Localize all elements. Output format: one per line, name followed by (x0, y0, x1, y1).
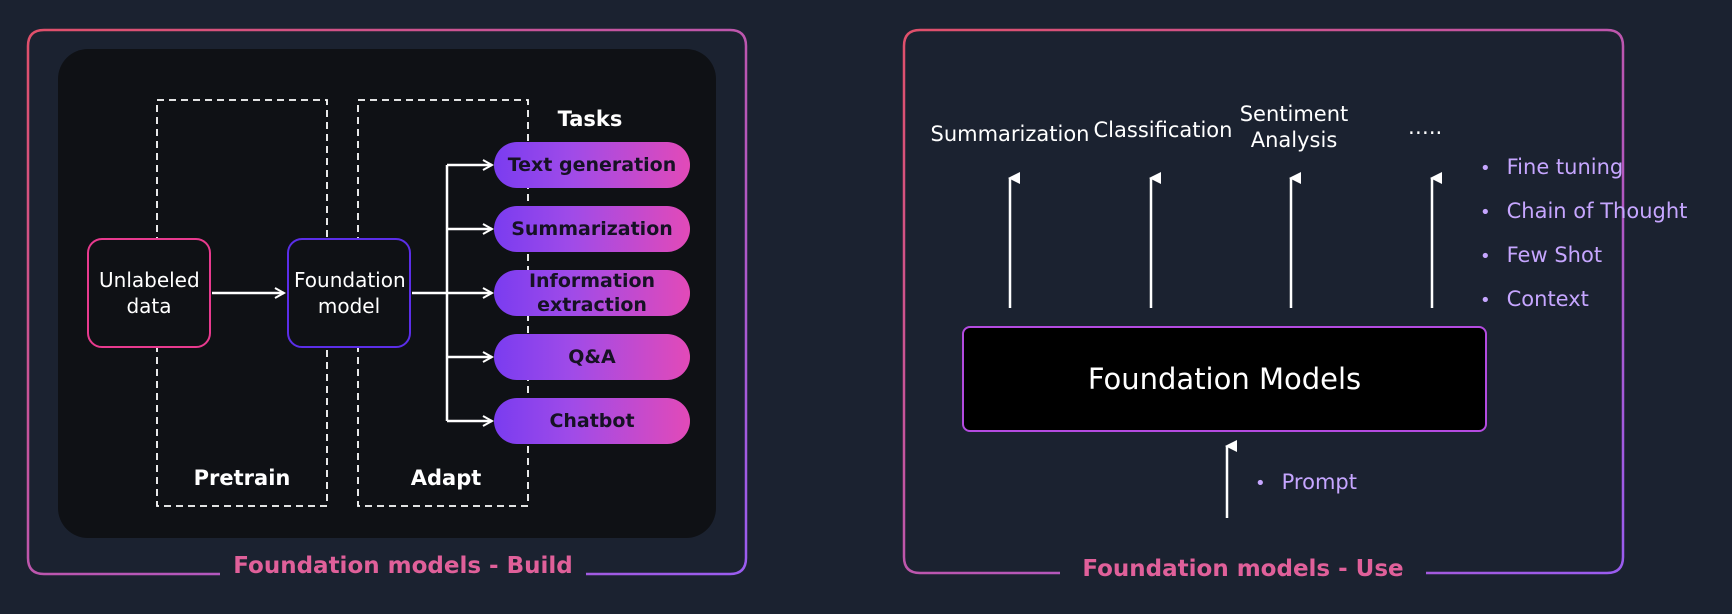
pretrain-label: Pretrain (193, 466, 291, 490)
use-task-sentiment-analysis: Sentiment Analysis (1239, 102, 1349, 152)
unlabeled-data-node: Unlabeled data (87, 238, 211, 348)
task-pill-information-extraction: Information extraction (494, 270, 690, 316)
task-pill-label: Text generation (507, 154, 677, 176)
technique-item: •Chain of Thought (1480, 199, 1688, 223)
task-pill-summarization: Summarization (494, 206, 690, 252)
foundation-model-label: Foundation model (294, 268, 406, 318)
build-caption: Foundation models - Build (233, 553, 573, 579)
task-pill-label: Q&A (568, 346, 616, 368)
task-pill-label: Chatbot (549, 410, 635, 432)
tasks-header: Tasks (557, 107, 623, 131)
technique-item: •Context (1480, 287, 1589, 311)
use-frame (902, 28, 1625, 575)
technique-item: •Fine tuning (1480, 155, 1624, 179)
prompt-bullet: •Prompt (1255, 470, 1357, 494)
task-pill-text-generation: Text generation (494, 142, 690, 188)
use-caption: Foundation models - Use (1082, 556, 1404, 582)
foundation-models-box: Foundation Models (962, 326, 1487, 432)
foundation-model-node: Foundation model (287, 238, 411, 348)
task-pill-qa: Q&A (494, 334, 690, 380)
unlabeled-data-label: Unlabeled data (99, 268, 200, 318)
use-task-summarization: Summarization (930, 122, 1090, 146)
task-pill-chatbot: Chatbot (494, 398, 690, 444)
build-frame (26, 28, 748, 576)
use-task-more: ….. (1407, 115, 1443, 139)
technique-list: •Fine tuning •Chain of Thought •Few Shot… (1480, 146, 1687, 322)
task-pill-label: Information extraction (528, 270, 656, 316)
prompt-label: Prompt (1281, 470, 1357, 494)
foundation-models-label: Foundation Models (1087, 362, 1362, 396)
adapt-label: Adapt (410, 466, 482, 490)
use-task-classification: Classification (1093, 118, 1233, 142)
technique-item: •Few Shot (1480, 243, 1603, 267)
task-pill-label: Summarization (511, 218, 673, 240)
